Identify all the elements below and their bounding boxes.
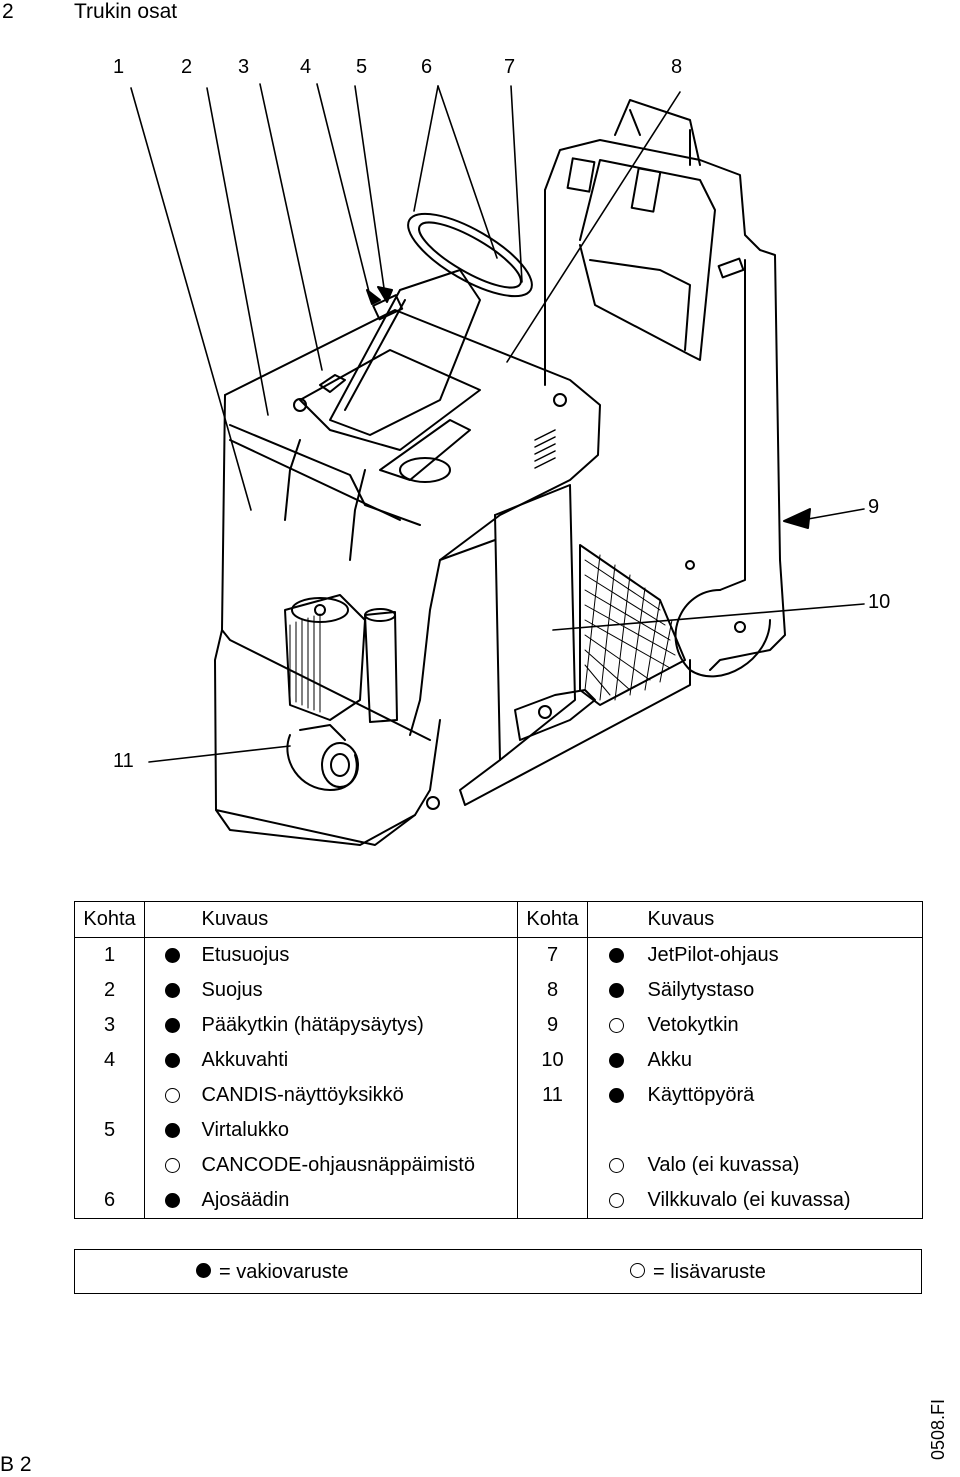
header-description: Kuvaus — [645, 901, 923, 938]
item-number — [517, 1183, 588, 1219]
callout-2: 2 — [181, 56, 193, 78]
callout-11: 11 — [113, 750, 134, 772]
item-description: Etusuojus — [199, 937, 518, 973]
section-title: Trukin osat — [74, 0, 178, 23]
item-description: Valo (ei kuvassa) — [645, 1148, 923, 1183]
truck-illustration — [130, 83, 865, 846]
table-row: CANCODE-ohjausnäppäimistö Valo (ei kuvass… — [74, 1148, 923, 1183]
callout-7: 7 — [504, 56, 516, 78]
item-number: 11 — [517, 1078, 588, 1113]
page-reference: B 2 — [0, 1453, 32, 1476]
section-number: 2 — [2, 0, 14, 23]
legend: = vakiovaruste = lisävaruste — [74, 1249, 922, 1294]
empty-circle-icon — [164, 1158, 180, 1174]
item-description: CANDIS-näyttöyksikkö — [199, 1078, 518, 1113]
callout-6: 6 — [421, 56, 433, 78]
filled-circle-icon — [609, 1088, 625, 1104]
filled-circle-icon — [164, 1053, 180, 1069]
item-number: 10 — [517, 1043, 588, 1078]
legend-standard: = vakiovaruste — [196, 1261, 349, 1284]
item-description: Käyttöpyörä — [645, 1078, 923, 1113]
item-description: Vilkkuvalo (ei kuvassa) — [645, 1183, 923, 1219]
item-number: 6 — [74, 1183, 145, 1219]
callout-9: 9 — [868, 496, 880, 518]
filled-circle-icon — [609, 1053, 625, 1069]
header-description: Kuvaus — [199, 901, 518, 938]
table-header-row: Kohta Kuvaus Kohta Kuvaus — [74, 901, 923, 938]
empty-circle-icon — [609, 1158, 625, 1174]
callout-8: 8 — [671, 56, 683, 78]
empty-circle-icon — [609, 1018, 625, 1034]
filled-circle-icon — [164, 1193, 180, 1209]
filled-circle-icon — [609, 983, 625, 999]
empty-circle-icon — [630, 1263, 645, 1279]
filled-circle-icon — [609, 948, 625, 964]
filled-circle-icon — [164, 1018, 180, 1034]
item-description: Akku — [645, 1043, 923, 1078]
item-description: Akkuvahti — [199, 1043, 518, 1078]
callout-5: 5 — [356, 56, 368, 78]
item-number — [517, 1113, 588, 1148]
table-row: 3 Pääkytkin (hätäpysäytys)9 Vetokytkin — [74, 1008, 923, 1043]
item-description: CANCODE-ohjausnäppäimistö — [199, 1148, 518, 1183]
item-description: Vetokytkin — [645, 1008, 923, 1043]
item-description: Virtalukko — [199, 1113, 518, 1148]
callout-leader-lines — [130, 83, 865, 763]
item-number — [517, 1148, 588, 1183]
item-number: 2 — [74, 973, 145, 1008]
filled-circle-icon — [196, 1263, 211, 1279]
callout-4: 4 — [300, 56, 312, 78]
item-number: 7 — [517, 937, 588, 973]
empty-circle-icon — [164, 1088, 180, 1104]
table-row: 6 Ajosäädin Vilkkuvalo (ei kuvassa) — [74, 1183, 923, 1219]
legend-optional: = lisävaruste — [630, 1261, 766, 1284]
item-number: 3 — [74, 1008, 145, 1043]
item-number: 8 — [517, 973, 588, 1008]
callout-1: 1 — [113, 56, 125, 78]
item-description: Ajosäädin — [199, 1183, 518, 1219]
item-number: 9 — [517, 1008, 588, 1043]
item-number: 5 — [74, 1113, 145, 1148]
document-reference: 0508.FI — [928, 1398, 948, 1460]
item-number — [74, 1148, 145, 1183]
item-description: Pääkytkin (hätäpysäytys) — [199, 1008, 518, 1043]
table-row: 5 Virtalukko — [74, 1113, 923, 1148]
item-number: 1 — [74, 937, 145, 973]
callout-3: 3 — [238, 56, 250, 78]
item-number — [74, 1078, 145, 1113]
item-description — [645, 1113, 923, 1148]
item-description: JetPilot-ohjaus — [645, 937, 923, 973]
header-item: Kohta — [74, 901, 145, 938]
item-number: 4 — [74, 1043, 145, 1078]
filled-circle-icon — [164, 983, 180, 999]
filled-circle-icon — [164, 1123, 180, 1139]
item-description: Säilytystaso — [645, 973, 923, 1008]
callout-10: 10 — [868, 591, 891, 613]
filled-circle-icon — [164, 948, 180, 964]
item-description: Suojus — [199, 973, 518, 1008]
header-item: Kohta — [517, 901, 588, 938]
floor-mat — [579, 544, 686, 706]
empty-circle-icon — [609, 1193, 625, 1209]
